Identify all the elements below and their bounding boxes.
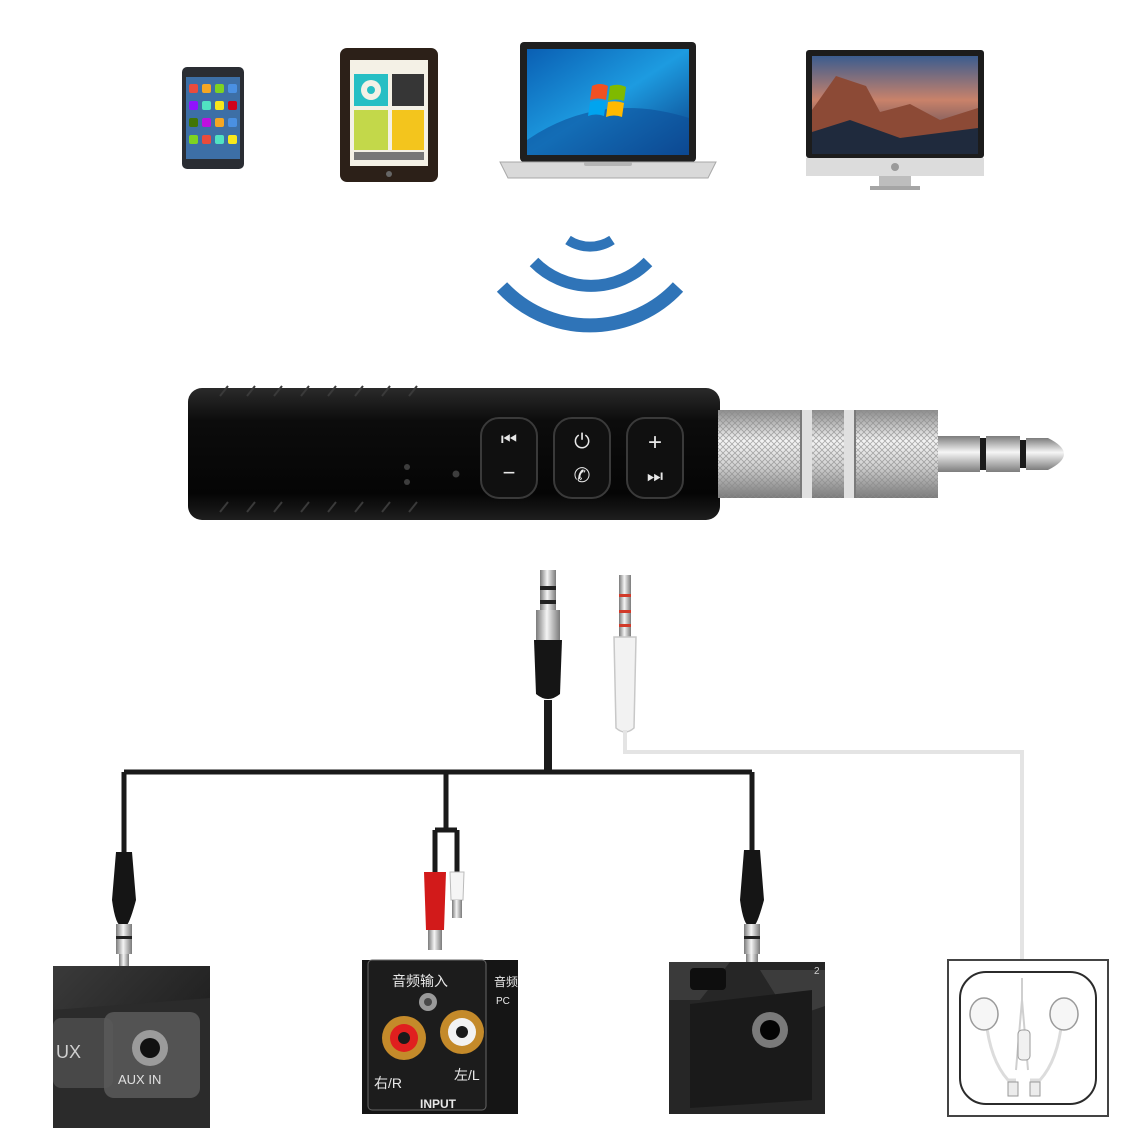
tablet-icon [340, 48, 438, 182]
power-call-button[interactable]: ⏻ ✆ [553, 417, 611, 499]
aux-in-label: AUX IN [118, 1072, 161, 1087]
windows-logo-icon [588, 84, 626, 117]
app-tile [189, 118, 198, 127]
vent-slit [327, 501, 337, 513]
vent-slit [327, 385, 337, 397]
mic-hole [404, 464, 410, 470]
vent-slit [300, 501, 310, 513]
earphones-icon [947, 959, 1109, 1117]
wireless-signal-icon [496, 235, 684, 333]
app-tile [202, 135, 211, 144]
desktop-monitor-icon [806, 50, 984, 190]
speaker-jack-target: 2 [669, 850, 825, 1114]
minus-icon: − [503, 460, 516, 485]
app-tile [189, 84, 198, 93]
prev-volume-down-button[interactable]: ⏮ − [480, 417, 538, 499]
rca-top-label: 音频输入 [392, 973, 448, 989]
smartphone-icon [182, 67, 244, 169]
vent-slit [354, 385, 364, 397]
app-tile [189, 101, 198, 110]
audio-plug-tip [938, 436, 1064, 472]
app-tile [215, 84, 224, 93]
vent-slit [381, 501, 391, 513]
phone-call-icon: ✆ [574, 465, 591, 487]
rca-input-label: INPUT [420, 1097, 457, 1111]
prev-track-icon: ⏮ [501, 429, 517, 449]
vent-slit [408, 385, 418, 397]
vent-slit [219, 501, 229, 513]
aux-partial-label: UX [56, 1042, 81, 1062]
white-headphone-plug [613, 575, 637, 733]
mic-hole [404, 479, 410, 485]
aux-input-target: UX AUX IN [53, 852, 210, 1128]
app-tile [228, 84, 237, 93]
vent-slit [219, 385, 229, 397]
app-tile [228, 118, 237, 127]
app-tile [215, 135, 224, 144]
rca-right-label: 右/R [374, 1075, 402, 1091]
vent-slit [246, 385, 256, 397]
bluetooth-receiver: ⏮ − ⏻ ✆ + ⏭ [188, 385, 1064, 520]
rca-left-label: 左/L [454, 1067, 480, 1083]
vent-slit [246, 501, 256, 513]
app-tile [202, 101, 211, 110]
rca-side-label: 音频 [494, 974, 518, 989]
jack-panel-corner-label: 2 [814, 966, 820, 977]
vent-slit [408, 501, 418, 513]
black-cable-tree [121, 700, 755, 872]
vent-slit [300, 385, 310, 397]
next-track-icon: ⏭ [647, 466, 663, 486]
rca-side-label-2: PC [496, 996, 510, 1007]
app-tile [189, 135, 198, 144]
vent-slit [273, 385, 283, 397]
laptop-icon [499, 42, 717, 179]
power-icon: ⏻ [574, 431, 590, 453]
next-volume-up-button[interactable]: + ⏭ [626, 417, 684, 499]
vent-slit [354, 501, 364, 513]
plus-icon: + [648, 429, 662, 456]
metal-sleeve [718, 410, 938, 498]
app-tile [202, 118, 211, 127]
app-tile [215, 118, 224, 127]
vent-slit [381, 385, 391, 397]
status-led [452, 470, 460, 478]
app-tile [228, 101, 237, 110]
app-tile [228, 135, 237, 144]
app-tile [202, 84, 211, 93]
white-cable [623, 730, 1024, 978]
app-tile [215, 101, 224, 110]
vent-slit [273, 501, 283, 513]
rca-input-target: 音频输入 音频 PC 右/R 左/L INPUT [362, 871, 518, 1114]
